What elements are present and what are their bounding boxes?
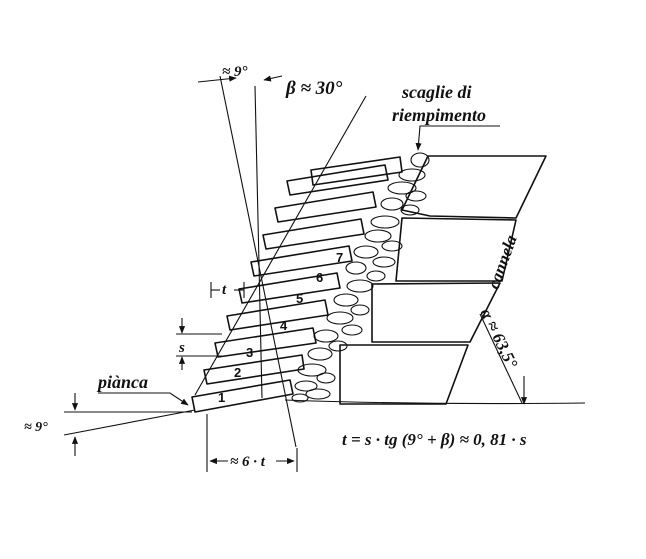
slab-number-4: 4 <box>280 318 288 333</box>
base-angle-line <box>63 409 196 436</box>
beta-angle-label: β ≈ 30° <box>285 78 343 99</box>
block-cannela-hatched <box>395 217 517 282</box>
top-angle-arrow-left <box>197 75 237 83</box>
six-t-label: ≈ 6 · t <box>230 454 266 470</box>
cannela-label: cannela <box>484 232 521 291</box>
beta-slope-line <box>194 95 367 396</box>
block-bottom-hatched <box>339 344 469 405</box>
alpha-slope-line <box>479 313 523 404</box>
formula-label: t = s · tg (9° + β) ≈ 0, 81 · s <box>342 430 527 449</box>
slab-8 <box>274 191 377 223</box>
base-angle-label: ≈ 9° <box>24 420 48 435</box>
slab-3 <box>214 327 317 358</box>
slab-9 <box>286 164 389 196</box>
vertical-reference-line <box>254 85 263 399</box>
slab-number-1: 1 <box>218 390 225 405</box>
pianca-label: piànca <box>96 372 148 392</box>
stacked-slabs <box>191 156 403 413</box>
fill-stones-label-line2: riempimento <box>392 105 486 125</box>
fill-stones-label-line1: scaglie di <box>401 82 472 102</box>
pianca-leader <box>98 392 189 406</box>
slab-4 <box>226 299 329 331</box>
slab-number-6: 6 <box>316 270 323 285</box>
slab-10 <box>310 156 403 186</box>
slab-number-5: 5 <box>296 291 303 306</box>
t-mark-label: t <box>222 282 227 298</box>
alpha-angle-label: α ≈ 63,5° <box>476 305 521 371</box>
top-angle-label: ≈ 9° <box>222 64 247 80</box>
rubble-fill <box>291 152 430 403</box>
block-middle <box>371 282 501 343</box>
ground-line <box>284 399 586 405</box>
slab-2 <box>203 354 305 385</box>
slab-number-3: 3 <box>246 345 253 360</box>
slab-7 <box>262 218 365 250</box>
fill-stones-leader <box>415 125 500 151</box>
slab-6 <box>250 245 353 277</box>
slab-numbers: 1 2 3 4 5 6 7 <box>218 250 343 405</box>
slab-1 <box>191 379 294 413</box>
wall-blocks <box>339 155 547 405</box>
block-top <box>401 155 547 219</box>
slab-5 <box>238 272 341 304</box>
slab-number-7: 7 <box>336 250 343 265</box>
s-mark-label: s <box>178 340 185 356</box>
slab-number-2: 2 <box>234 365 241 380</box>
beta-arrow-right <box>263 75 283 82</box>
batter-line-9deg <box>219 75 297 448</box>
